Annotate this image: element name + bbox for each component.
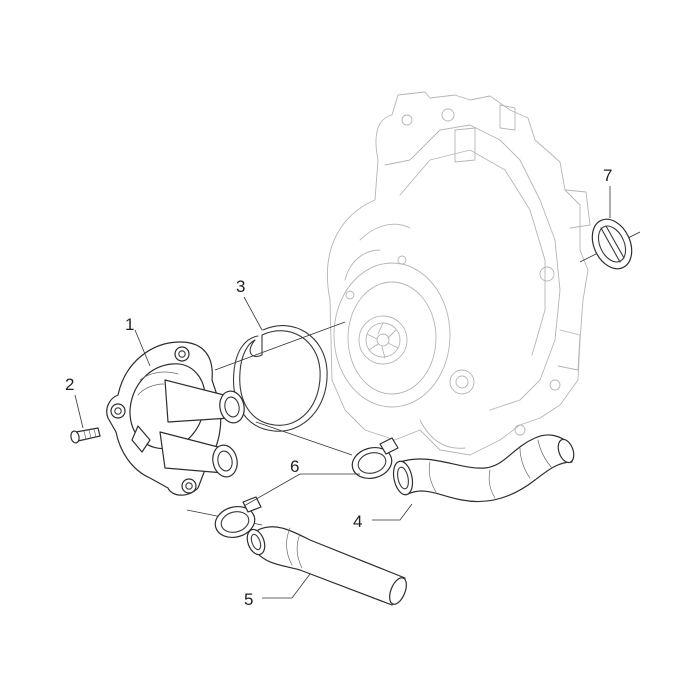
callout-6: 6: [290, 457, 299, 476]
coolant-hose-upper: [392, 434, 575, 503]
cover-screw: [70, 427, 101, 444]
seal-ring: [591, 218, 633, 270]
hose-clamp-lower: [214, 496, 262, 538]
callout-3: 3: [236, 277, 245, 296]
coolant-hose-lower: [246, 526, 407, 606]
callout-labels: 1 2 3 4 5 6 7: [65, 166, 612, 609]
water-pump-cover: [106, 341, 245, 496]
engine-crankcase-cover: [326, 91, 591, 456]
callout-4: 4: [353, 512, 362, 531]
callout-leaders: [74, 186, 611, 599]
callout-1: 1: [125, 315, 134, 334]
hose-clamp-upper: [351, 437, 399, 479]
callout-7: 7: [603, 166, 612, 185]
o-ring-gasket: [233, 325, 328, 432]
callout-5: 5: [244, 590, 253, 609]
callout-2: 2: [65, 375, 74, 394]
